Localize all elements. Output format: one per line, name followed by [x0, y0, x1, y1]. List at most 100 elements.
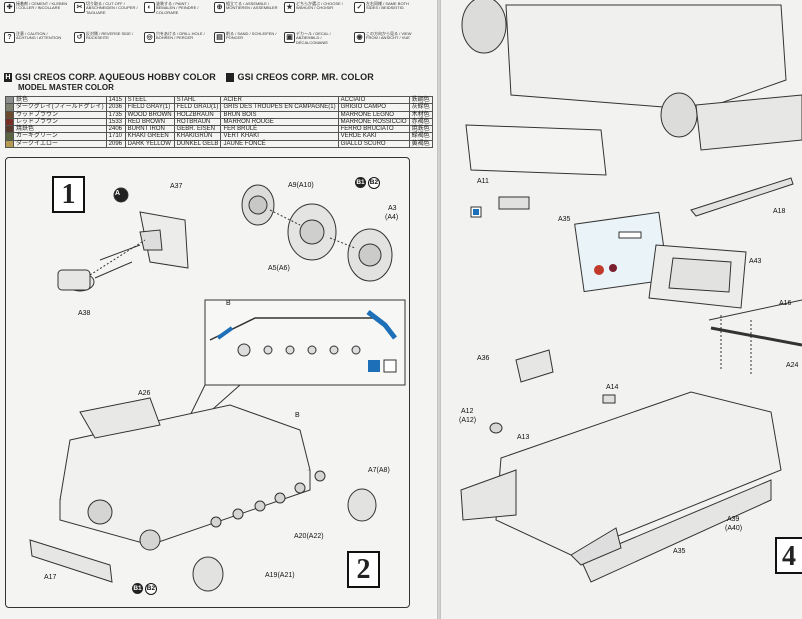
sand-icon: ▤	[214, 32, 225, 43]
step-4-number: 4	[782, 541, 796, 572]
legend-text: 反対側 / REVERSE SIDE / RÜCKSEITE	[86, 31, 134, 41]
label-b-detail: B	[226, 300, 231, 307]
option-icon: ?	[4, 32, 15, 43]
legend-item: ◐塗装する / PAINT / BEMALEN / PEINDRE / COLO…	[144, 1, 208, 30]
paint-cell-en: RED BROWN	[124, 117, 175, 127]
paint-cell-en: BURNT IRON	[124, 125, 175, 134]
label-a35-bottom: A35	[673, 548, 686, 555]
label-a19: A19(A21)	[265, 572, 295, 579]
paint-cell-jp2: 黄褐色	[408, 139, 433, 149]
legend-text: 切り取る / CUT OFF / ABSCHNEIDEN / COUPER / …	[86, 1, 138, 15]
label-a36: A36	[477, 355, 490, 362]
legend-text: 注意 / CAUTION / ACHTUNG / ATTENTION	[16, 31, 62, 41]
paint-cell-en: KHAKI GREEN	[124, 132, 175, 141]
label-a35-top: A35	[558, 216, 571, 223]
legend-item: ↺反対側 / REVERSE SIDE / RÜCKSEITE	[74, 31, 138, 60]
paint-cell-fr: GRIS DES TROUPES EN CAMPAGNE(1)	[220, 103, 339, 112]
callout-a-circle	[113, 187, 129, 203]
paint-cell-jp2: 鉄鋼色	[408, 95, 433, 105]
step2-detail	[177, 299, 406, 441]
b2-circle: B2	[367, 177, 380, 189]
label-a9: A9(A10)	[288, 182, 314, 189]
legend-text: デカール / DECAL / ABZIEHBILD / DÉCALCOMANIE	[296, 31, 331, 45]
legend-item: ▣デカール / DECAL / ABZIEHBILD / DÉCALCOMANI…	[284, 31, 348, 60]
b1-b2-group-top: B1 B2	[355, 177, 380, 189]
legend-text: 塗装する / PAINT / BEMALEN / PEINDRE / COLOR…	[156, 1, 199, 15]
label-a24: A24	[786, 362, 799, 369]
label-a13: A13	[517, 434, 530, 441]
label-a12-paren: (A12)	[459, 417, 477, 424]
legend-item: ✂切り取る / CUT OFF / ABSCHNEIDEN / COUPER /…	[74, 1, 138, 30]
label-a37: A37	[170, 183, 183, 190]
legend-text: この方向から見る / VIEW FROM / ANSICHT / VUE	[366, 31, 412, 41]
label-a26: A26	[138, 390, 151, 397]
paint-cell-en: WOOD BROWN	[124, 110, 175, 119]
paint-cell-fr: JAUNE FONCÉ	[220, 139, 339, 149]
cut-icon: ✂	[74, 2, 85, 13]
step-drawings	[29, 184, 406, 592]
b1-b2-group-bottom: B1 B2	[132, 583, 157, 595]
icon-legend: ✚接着剤 / CEMENT / KLEBEN / COLLER / INCOLL…	[4, 1, 429, 62]
label-a3: A3	[388, 205, 397, 212]
legend-text: 接着剤 / CEMENT / KLEBEN / COLLER / INCOLLA…	[16, 1, 68, 11]
paint-swatch	[5, 139, 14, 149]
legend-item: ✚接着剤 / CEMENT / KLEBEN / COLLER / INCOLL…	[4, 1, 68, 30]
legend-text: 削る / SAND / SCHLEIFEN / PONCER	[226, 31, 277, 41]
label-a18: A18	[773, 208, 786, 215]
label-a20: A20(A22)	[294, 533, 324, 540]
paint-cell-en: DARK YELLOW	[124, 139, 175, 149]
legend-item: ◎穴をあける / DRILL HOLE / BOHREN / PERCER	[144, 31, 208, 60]
page-gutter	[437, 0, 441, 619]
drill-icon: ◎	[144, 32, 155, 43]
assemble-icon: ⊕	[214, 2, 225, 13]
c-brand: GSI CREOS CORP. MR. COLOR	[237, 72, 374, 82]
label-a5: A5(A6)	[268, 265, 290, 272]
label-a14: A14	[606, 384, 619, 391]
step1-drawing	[57, 184, 393, 292]
step-4-box	[775, 537, 802, 574]
label-b-hull: B	[295, 412, 300, 419]
right-page: A11 A35 A18 A43 A16 A24 A36 A14 A12 (A12…	[441, 0, 802, 619]
model-master-header: MODEL MASTER COLOR	[18, 83, 114, 92]
label-a7: A7(A8)	[368, 467, 390, 474]
assembly-steps-box	[5, 157, 410, 608]
eye-icon: ◉	[354, 32, 365, 43]
paint-cell-jp2: 赤褐色	[408, 117, 433, 127]
decal-icon: ▣	[284, 32, 295, 43]
b2-circle-bottom: B2	[144, 583, 157, 595]
b1-circle-bottom: B1	[132, 583, 143, 594]
legend-text: どちらか選ぶ / CHOOSE / WÄHLEN / CHOISIR	[296, 1, 343, 11]
label-a40: (A40)	[725, 525, 743, 532]
paint-icon: ◐	[144, 2, 155, 13]
step-2-number: 2	[347, 551, 380, 588]
legend-item: ✓左右同様 / SAME BOTH SIDES / BEIDSEITIG	[354, 1, 418, 30]
label-a17: A17	[44, 574, 57, 581]
paint-chip-b	[383, 359, 397, 373]
h-brand: GSI CREOS CORP. AQUEOUS HOBBY COLOR	[15, 72, 216, 82]
callout-a: A	[115, 190, 121, 197]
paint-cell-jp2: 木材色	[408, 110, 433, 119]
legend-item: ◉この方向から見る / VIEW FROM / ANSICHT / VUE	[354, 31, 418, 60]
step2-hull	[29, 397, 377, 592]
cement-icon: ✚	[4, 2, 15, 13]
legend-text: 穴をあける / DRILL HOLE / BOHREN / PERCER	[156, 31, 205, 41]
reverse-icon: ↺	[74, 32, 85, 43]
legend-item: ?注意 / CAUTION / ACHTUNG / ATTENTION	[4, 31, 68, 60]
legend-item: ★どちらか選ぶ / CHOOSE / WÄHLEN / CHOISIR	[284, 1, 348, 30]
step3-drawing	[460, 0, 802, 583]
label-a38: A38	[78, 310, 91, 317]
step-1-number: 1	[52, 176, 85, 213]
paint-chip-a	[368, 360, 380, 372]
legend-text: 左右同様 / SAME BOTH SIDES / BEIDSEITIG	[366, 1, 409, 11]
label-a16: A16	[779, 300, 792, 307]
label-a4: (A4)	[385, 214, 399, 221]
c-mark	[226, 73, 235, 83]
